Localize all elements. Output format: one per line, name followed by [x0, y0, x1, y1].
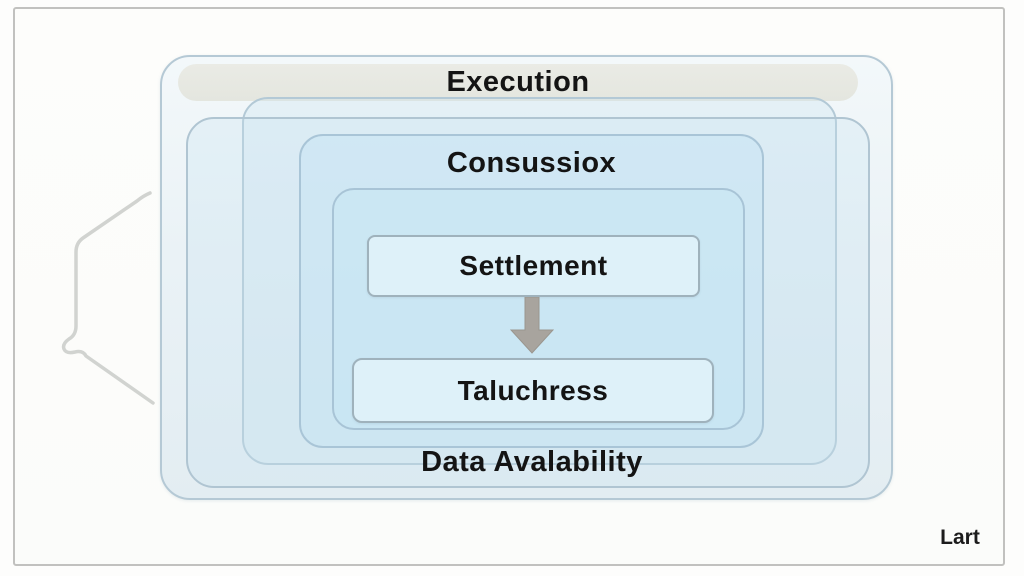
bridges-box: Taluchress — [352, 358, 714, 423]
consensus-label: Consussiox — [446, 147, 617, 179]
down-arrow-icon — [509, 296, 555, 355]
execution-label: Execution — [446, 66, 590, 98]
data-availability-label: Data Avalability — [421, 446, 643, 478]
watermark-label: Lart — [940, 526, 980, 549]
settlement-label: Settlement — [459, 250, 608, 281]
execution-label-pill: Execution — [178, 64, 858, 101]
bridges-label: Taluchress — [457, 374, 609, 406]
settlement-box: Settlement — [367, 235, 700, 297]
left-brace-icon — [55, 178, 165, 413]
